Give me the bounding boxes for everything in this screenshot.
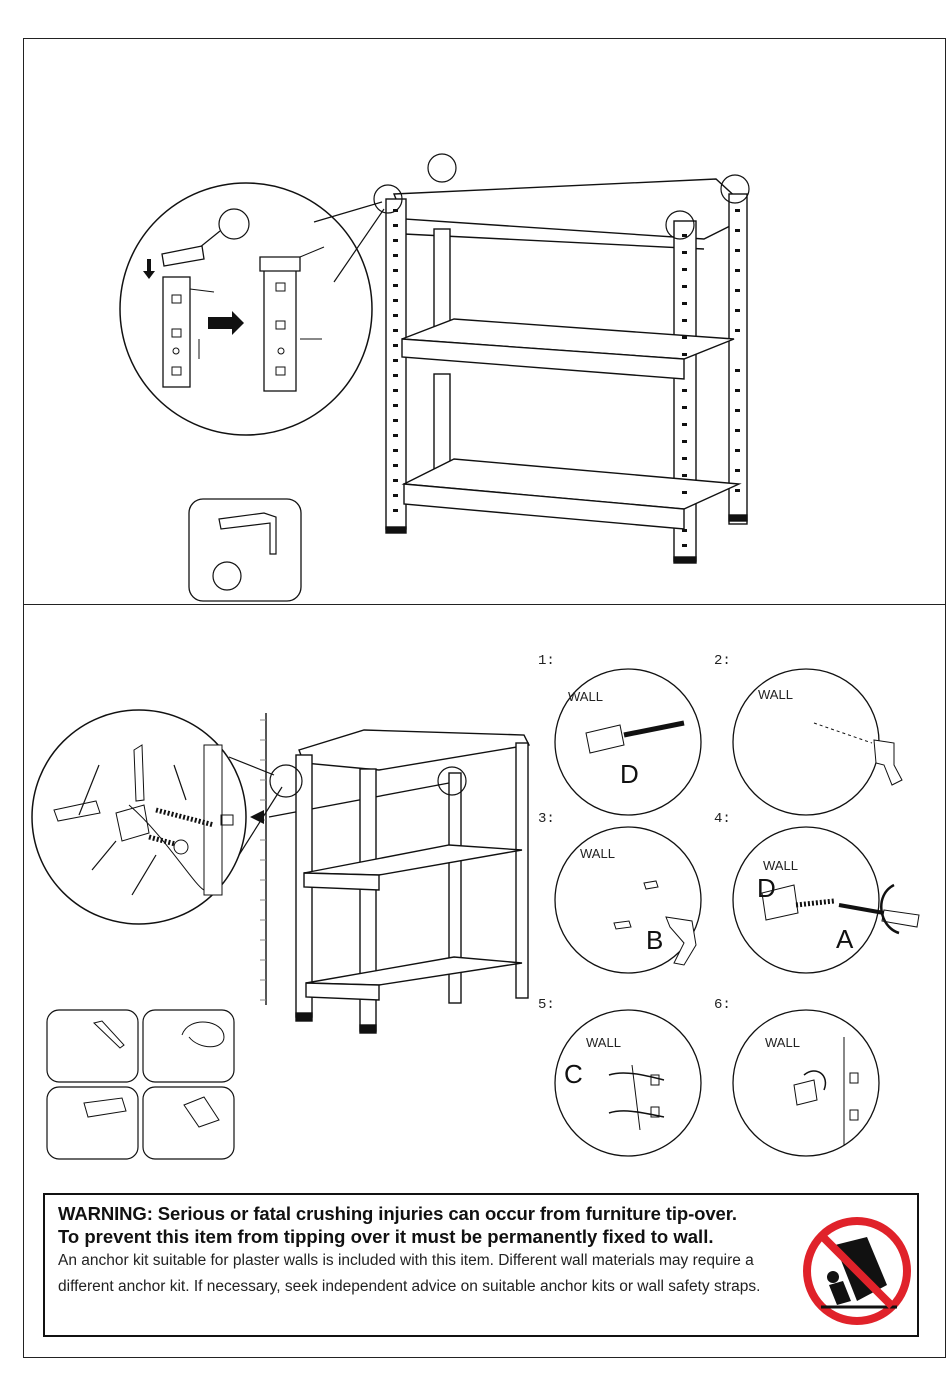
- step-number-6: 6:: [714, 997, 731, 1013]
- corner-highlight: [665, 210, 695, 240]
- end-cap: [161, 245, 205, 267]
- screw-icon: [93, 1020, 125, 1049]
- wall-fixing-illustration: WALL WALL WALL WALL WALL WALL D B D A C: [31, 668, 920, 1160]
- step-number-3: 3:: [538, 811, 555, 827]
- detail-magnifier: [119, 182, 373, 436]
- bracket-icon: [183, 1096, 220, 1128]
- parts-list: [46, 1009, 235, 1160]
- tip-over-warning: WARNING: Serious or fatal crushing injur…: [43, 1193, 919, 1337]
- part-box-bracket: [142, 1086, 235, 1160]
- assembly-step-top-panel: [23, 38, 946, 605]
- fixing-detail-magnifier: [31, 709, 247, 925]
- step-4-circle: [732, 826, 880, 974]
- step-2-circle: [732, 668, 880, 816]
- part-label-a: A: [836, 924, 854, 954]
- wall-label-6: WALL: [765, 1035, 800, 1050]
- step-number-5: 5:: [538, 997, 555, 1013]
- step-number-1: 1:: [538, 653, 555, 669]
- part-box-wall-plug: [46, 1086, 139, 1160]
- step-number-4: 4:: [714, 811, 731, 827]
- wall-fixing-panel: WALL WALL WALL WALL WALL WALL D B D A C …: [23, 604, 946, 1358]
- tool-box: [188, 498, 302, 602]
- cable-tie-icon: [181, 1021, 225, 1048]
- part-callout-circle: [218, 208, 250, 240]
- warning-title: WARNING: Serious or fatal crushing injur…: [58, 1203, 737, 1224]
- rotate-arrow-icon: [880, 883, 900, 935]
- part-label-b: B: [646, 925, 663, 955]
- arrow-right-icon: [208, 311, 244, 335]
- step-number-2: 2:: [714, 653, 731, 669]
- step-3-circle: [554, 826, 702, 974]
- hex-key-icon: [218, 512, 277, 555]
- part-box-screw: [46, 1009, 139, 1083]
- part-box-cable-tie: [142, 1009, 235, 1083]
- wall-label-3: WALL: [580, 846, 615, 861]
- corner-highlight: [427, 153, 457, 183]
- shelving-unit: [385, 178, 748, 564]
- arrow-left-icon: [250, 810, 264, 824]
- arrow-down-icon: [143, 259, 155, 279]
- warning-subtitle: To prevent this item from tipping over i…: [58, 1226, 714, 1247]
- hammer-icon: [665, 916, 697, 966]
- shelf-cap-illustration: [119, 153, 750, 602]
- wall-label-4: WALL: [763, 858, 798, 873]
- wall-label-5: WALL: [586, 1035, 621, 1050]
- wall-label-1: WALL: [568, 689, 603, 704]
- part-label-c: C: [564, 1059, 583, 1089]
- drill-icon: [873, 739, 903, 786]
- no-tip-over-icon: [803, 1217, 911, 1325]
- wall-plug-icon: [83, 1097, 127, 1118]
- corner-highlight: [373, 184, 403, 214]
- part-label-d-step4: D: [757, 873, 776, 903]
- part-label-d: D: [620, 759, 639, 789]
- shelving-unit-wall: [295, 729, 531, 1034]
- warning-body: An anchor kit suitable for plaster walls…: [58, 1252, 761, 1295]
- wall-label-2: WALL: [758, 687, 793, 702]
- step-5-circle: [554, 1009, 702, 1157]
- step-1-circle: [554, 668, 702, 816]
- corner-highlight: [720, 174, 750, 204]
